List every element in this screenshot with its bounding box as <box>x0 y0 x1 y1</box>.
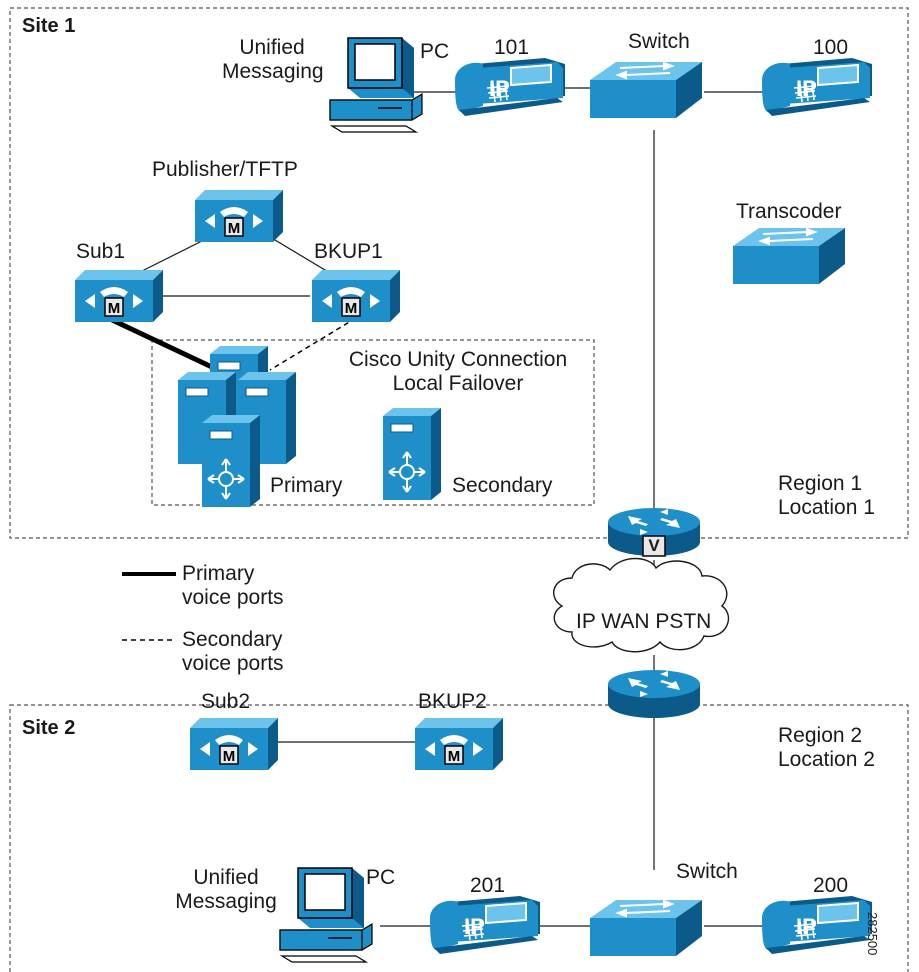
wan-label: IP WAN PSTN <box>576 610 712 633</box>
bkup2-label: BKUP2 <box>418 690 487 713</box>
phone-200-label: 200 <box>813 874 849 897</box>
publisher-label: Publisher/TFTP <box>152 158 298 181</box>
site1-unified-messaging-label: Unified Messaging <box>222 36 324 83</box>
wan-cloud <box>553 557 730 653</box>
phone-101-label: 101 <box>494 36 530 59</box>
site2-boundary <box>9 704 909 972</box>
site1-pc-label: PC <box>420 40 450 63</box>
router-site2-icon <box>608 670 700 718</box>
phone-100-label: 100 <box>813 36 849 59</box>
phone-201-ip-mark: IP <box>464 914 485 939</box>
site2-region-location: Region 2 Location 2 <box>778 724 875 771</box>
ip-phone-201-icon <box>429 895 541 955</box>
ip-phone-100-icon <box>761 57 873 117</box>
site2-pc-label: PC <box>366 866 396 889</box>
bkup1-label: BKUP1 <box>314 240 383 263</box>
bkup1-callmanager-icon <box>311 269 401 323</box>
legend-primary-label: Primary voice ports <box>182 562 284 609</box>
site2-unified-messaging-label: Unified Messaging <box>175 866 277 913</box>
switch-site2-icon <box>589 899 703 957</box>
phone-201-label: 201 <box>470 874 506 897</box>
sub1-callmanager-icon <box>74 269 164 323</box>
unity-secondary-icon <box>382 407 442 501</box>
sub1-label: Sub1 <box>76 240 126 263</box>
site2-title: Site 2 <box>22 717 76 739</box>
primary-voice-port-link <box>106 315 216 371</box>
unity-failover-boundary <box>151 339 595 506</box>
publisher-callmanager-icon <box>194 189 284 243</box>
site1-boundary <box>9 7 909 539</box>
secondary-voice-port-link <box>269 317 357 371</box>
ip-phone-200-icon <box>761 895 873 955</box>
unity-secondary-label: Secondary <box>452 474 553 497</box>
legend-secondary-label: Secondary voice ports <box>182 628 284 675</box>
phone-100-ip-mark: IP <box>796 76 817 101</box>
ip-phone-101-icon <box>454 57 566 117</box>
transcoder-icon <box>732 227 846 285</box>
unity-primary-label: Primary <box>270 474 343 497</box>
bkup2-callmanager-icon <box>414 717 504 771</box>
phone-101-ip-mark: IP <box>489 76 510 101</box>
sub2-callmanager-icon <box>189 717 279 771</box>
figure-id: 282500 <box>865 912 880 956</box>
sub2-label: Sub2 <box>201 690 251 713</box>
switch-site1-icon <box>589 61 703 119</box>
site1-switch-label: Switch <box>628 30 690 53</box>
transcoder-label: Transcoder <box>736 200 842 223</box>
voice-router-badge <box>642 535 666 557</box>
site1-title: Site 1 <box>22 15 76 37</box>
unity-failover-label: Cisco Unity Connection Local Failover <box>348 348 568 395</box>
site2-switch-label: Switch <box>676 860 738 883</box>
phone-200-ip-mark: IP <box>796 914 817 939</box>
pc-site2-icon <box>279 867 373 963</box>
pc-site1-icon <box>329 37 423 133</box>
voice-router-mark: V <box>648 536 660 555</box>
unity-primary-icon <box>201 414 261 508</box>
site1-region-location: Region 1 Location 1 <box>778 472 875 519</box>
